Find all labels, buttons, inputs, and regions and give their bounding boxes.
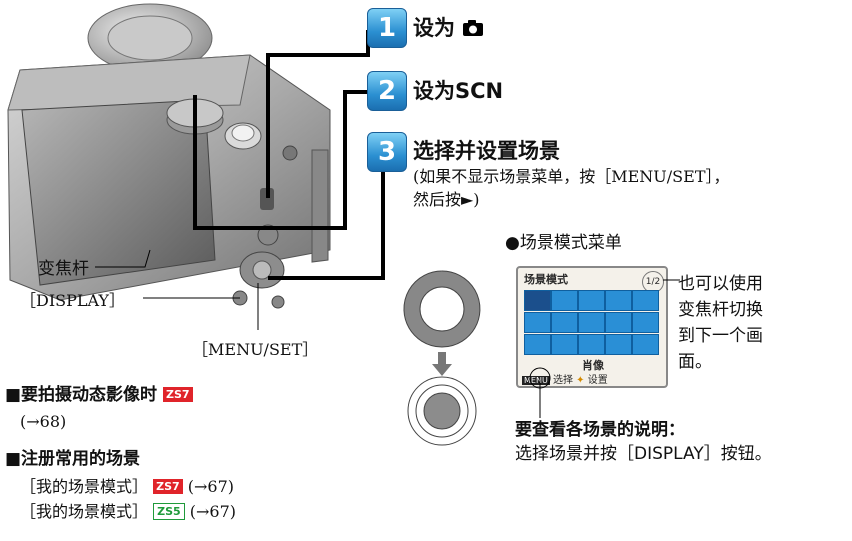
screen-leaders [529, 279, 680, 418]
step-3-note-line2: 然后按►) [413, 190, 480, 209]
zs7-badge: ZS7 [153, 479, 183, 494]
camera-icon [463, 20, 484, 36]
step-3-note-line1: (如果不显示场景菜单，按［MENU/SET］， [413, 167, 730, 186]
register-line-2: ［我的场景模式］ ZS5 (→67) [20, 502, 237, 521]
zs7-badge: ZS7 [162, 387, 193, 402]
menu-set-label: ［MENU/SET］ [192, 340, 319, 359]
step-2-badge: 2 [367, 71, 407, 111]
section-movie-title: ■要拍摄动态影像时 ZS7 [5, 384, 193, 407]
cursor-icon: ✦ [576, 375, 585, 386]
step-3-title: 选择并设置场景 [413, 139, 560, 163]
zoom-note-line3: 到下一个画 [678, 326, 763, 346]
register-line-1: ［我的场景模式］ ZS7 (→67) [20, 477, 235, 496]
display-button-label: ［DISPLAY］ [20, 291, 125, 310]
section-movie-ref: (→68) [20, 412, 67, 431]
zoom-note-line2: 变焦杆切换 [678, 300, 763, 320]
explain-body: 选择场景并按［DISPLAY］按钮。 [515, 444, 772, 464]
cursor-button-diagram [403, 270, 481, 446]
arrow-down-icon [432, 364, 452, 376]
section-register-title: ■注册常用的场景 [5, 449, 141, 469]
zoom-lever-label: 变焦杆 [38, 259, 89, 279]
zoom-note-line1: 也可以使用 [678, 274, 763, 294]
camera-illustration [7, 3, 385, 330]
step-2-title: 设为SCN [413, 79, 504, 103]
step-1-title: 设为 [413, 12, 484, 42]
step-3-badge: 3 [367, 132, 407, 172]
scene-menu-caption: ●场景模式菜单 [505, 233, 622, 253]
menu-badge: MENU [522, 376, 550, 385]
lcd-screen [21, 99, 216, 286]
zs5-badge: ZS5 [153, 503, 185, 520]
zoom-note-line4: 面。 [678, 352, 712, 372]
explain-title: 要查看各场景的说明： [515, 420, 685, 440]
selected-scene-name: 肖像 [582, 359, 604, 372]
scene-menu-title: 场景模式 [524, 273, 568, 286]
scene-menu-footer: MENU 选择 ✦ 设置 [522, 375, 608, 386]
step-1-badge: 1 [367, 8, 407, 48]
